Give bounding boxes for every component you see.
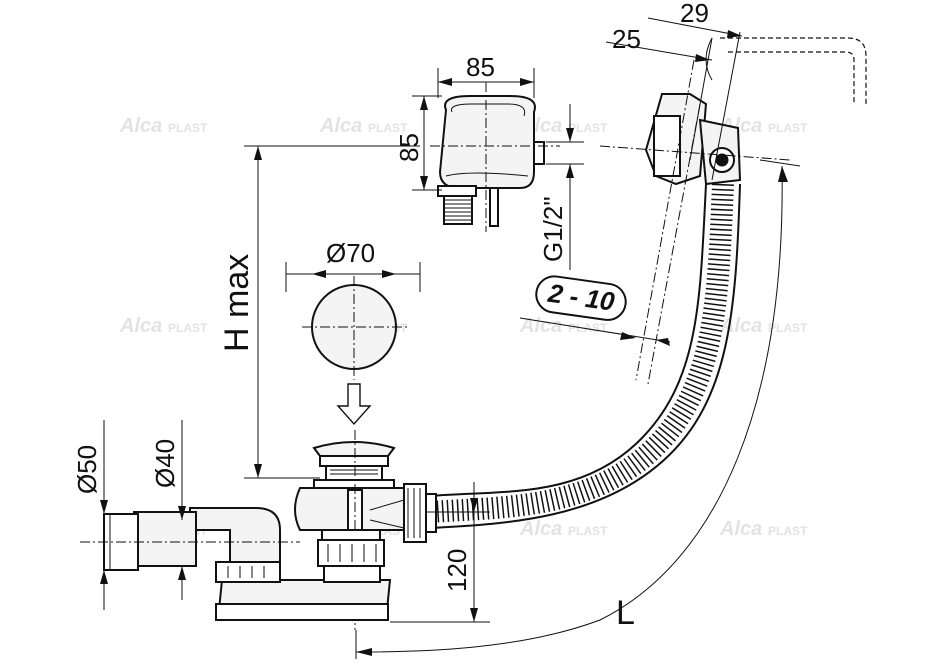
svg-text:PLAST: PLAST <box>168 321 208 335</box>
dimension-29: 29 <box>647 0 743 38</box>
svg-text:PLAST: PLAST <box>568 121 608 135</box>
overflow-rod <box>489 187 499 227</box>
dimension-label: H max <box>218 254 256 352</box>
dimension-outlet-40: Ø40 <box>150 420 186 600</box>
dimension-label: Ø70 <box>326 238 375 268</box>
overflow-wall-unit <box>599 37 867 385</box>
svg-text:PLAST: PLAST <box>768 524 808 538</box>
dimension-trap-height: 120 <box>390 482 490 623</box>
wall-outline <box>705 37 713 81</box>
plug-head <box>312 441 396 457</box>
cap-plug: Ø70 <box>285 238 421 380</box>
outlet-nut <box>215 561 281 583</box>
trap-nut <box>317 539 385 567</box>
dimension-label: 29 <box>680 0 709 28</box>
insert-arrow <box>336 383 372 426</box>
svg-text:Alca: Alca <box>719 518 762 540</box>
svg-text:Alca: Alca <box>119 315 162 337</box>
svg-text:PLAST: PLAST <box>568 524 608 538</box>
watermark: Alca PLAST <box>319 115 408 137</box>
dimension-label: Ø40 <box>150 439 180 488</box>
dimension-label: L <box>616 594 635 632</box>
dimension-label: Ø50 <box>72 445 102 494</box>
svg-text:PLAST: PLAST <box>568 321 608 335</box>
svg-text:PLAST: PLAST <box>768 121 808 135</box>
dimension-label: G1/2" <box>538 196 568 262</box>
dimension-height-max: H max <box>218 145 420 479</box>
svg-text:PLAST: PLAST <box>768 321 808 335</box>
overflow-connector-thread <box>443 195 473 225</box>
svg-text:Alca: Alca <box>519 315 562 337</box>
rim-thickness-label: 2 - 10 <box>519 275 671 346</box>
watermark: Alca PLAST <box>519 315 608 337</box>
overflow-connector-nut <box>437 185 477 197</box>
watermark: Alca PLAST <box>119 315 208 337</box>
watermark: Alca PLAST <box>719 518 808 540</box>
svg-text:PLAST: PLAST <box>168 121 208 135</box>
svg-text:PLAST: PLAST <box>368 121 408 135</box>
svg-text:Alca: Alca <box>319 115 362 137</box>
watermark: Alca PLAST <box>119 115 208 137</box>
dimension-label: 85 <box>394 133 424 162</box>
dimension-label: 25 <box>612 24 641 54</box>
overflow-box <box>430 82 560 232</box>
dimension-outlet-50: Ø50 <box>72 420 108 610</box>
dimension-label: 85 <box>466 52 495 82</box>
watermark: Alca PLAST <box>519 518 608 540</box>
waste-assembly <box>80 430 437 630</box>
overflow-box-nipple <box>533 141 545 165</box>
dimension-box-height: 85 <box>394 95 442 191</box>
svg-text:Alca: Alca <box>719 315 762 337</box>
svg-text:Alca: Alca <box>119 115 162 137</box>
dimension-thread: G1/2" <box>538 104 584 270</box>
dimension-box-width: 85 <box>437 52 535 98</box>
watermark: Alca PLAST <box>719 315 808 337</box>
hose-nut <box>403 483 427 543</box>
dimension-length: L <box>355 159 801 659</box>
dimension-label: 120 <box>442 549 472 592</box>
corrugated-hose <box>429 183 741 529</box>
svg-text:Alca: Alca <box>519 518 562 540</box>
